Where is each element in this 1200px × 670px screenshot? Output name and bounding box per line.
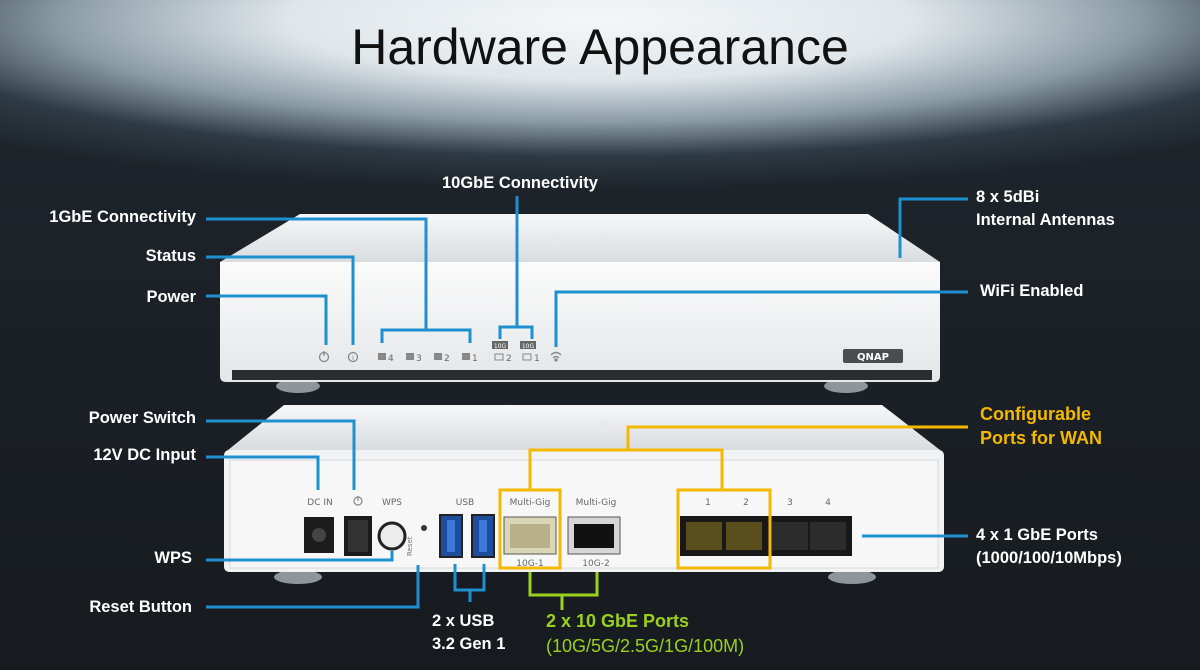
callout-10gbe bbox=[498, 196, 519, 339]
brand-badge bbox=[843, 349, 903, 363]
svg-text:Reset: Reset bbox=[406, 536, 414, 556]
callout-status bbox=[206, 255, 355, 345]
svg-text:2: 2 bbox=[743, 498, 749, 508]
router-rear-view: QNAP DC IN WPS USB Multi-Gig Multi-Gig 1… bbox=[224, 405, 944, 584]
label-power: Power bbox=[146, 288, 196, 306]
dc-in-label: DC IN bbox=[307, 498, 332, 508]
lan-port-3 bbox=[772, 522, 808, 550]
label-reset-button: Reset Button bbox=[89, 598, 192, 616]
callout-lines-orange bbox=[498, 425, 968, 570]
label-wps: WPS bbox=[154, 549, 192, 567]
svg-text:1: 1 bbox=[705, 498, 711, 508]
svg-text:i: i bbox=[352, 354, 354, 362]
lan-port-4 bbox=[810, 522, 846, 550]
brand-badge-text: QNAP bbox=[857, 352, 889, 363]
svg-text:QNAP: QNAP bbox=[551, 417, 612, 436]
label-antennas-line2: Internal Antennas bbox=[976, 211, 1115, 229]
lan-port-2 bbox=[726, 522, 762, 550]
usb-label: USB bbox=[456, 498, 474, 508]
label-configurable-line2: Ports for WAN bbox=[980, 428, 1103, 448]
svg-text:2: 2 bbox=[444, 354, 450, 364]
label-usb-line2: 3.2 Gen 1 bbox=[432, 635, 506, 653]
label-configurable-line1: Configurable bbox=[980, 404, 1091, 424]
lan-led-icons: 4 3 2 1 bbox=[378, 353, 478, 364]
callout-power bbox=[206, 294, 328, 345]
callout-dc-input bbox=[206, 455, 320, 490]
page-title: Hardware Appearance bbox=[351, 19, 849, 75]
label-1gbe-connectivity: 1GbE Connectivity bbox=[49, 208, 196, 226]
callout-antennas bbox=[898, 197, 968, 258]
svg-text:3: 3 bbox=[416, 354, 422, 364]
router-vent bbox=[232, 370, 932, 380]
svg-text:3: 3 bbox=[787, 498, 793, 508]
svg-text:10G: 10G bbox=[494, 343, 507, 350]
power-symbol-icon bbox=[353, 496, 363, 506]
svg-text:1: 1 bbox=[472, 354, 478, 364]
router-top bbox=[220, 214, 940, 262]
label-10gbe-connectivity: 10GbE Connectivity bbox=[442, 174, 598, 192]
power-led-icon bbox=[318, 351, 330, 363]
top-logo: QNAP bbox=[551, 230, 612, 249]
label-lan-ports-line2: (1000/100/10Mbps) bbox=[976, 549, 1122, 567]
callout-wps bbox=[206, 551, 394, 562]
callout-lines-blue bbox=[206, 196, 968, 609]
10g-led-icons: 10G 10G 2 1 bbox=[492, 341, 540, 364]
svg-text:10G-2: 10G-2 bbox=[582, 559, 609, 569]
svg-text:4: 4 bbox=[825, 498, 831, 508]
callout-power-switch bbox=[206, 419, 356, 490]
callout-lines-green bbox=[528, 572, 599, 610]
status-led-icon: i bbox=[347, 351, 359, 363]
foot-right bbox=[824, 379, 868, 393]
label-wifi-enabled: WiFi Enabled bbox=[980, 282, 1084, 300]
foot-left bbox=[276, 379, 320, 393]
svg-text:10G: 10G bbox=[522, 343, 535, 350]
label-10gbe-ports-line1: 2 x 10 GbE Ports bbox=[546, 611, 690, 631]
multigig-label-1: Multi-Gig bbox=[510, 498, 551, 508]
wps-label: WPS bbox=[382, 498, 402, 508]
wps-button bbox=[377, 521, 407, 551]
wan-box-lan bbox=[676, 488, 772, 570]
label-usb-line1: 2 x USB bbox=[432, 612, 495, 630]
label-10gbe-ports-line2: (10G/5G/2.5G/1G/100M) bbox=[546, 636, 745, 656]
lan-port-1 bbox=[686, 522, 722, 550]
router-face bbox=[220, 262, 940, 382]
label-antennas-line1: 8 x 5dBi bbox=[976, 188, 1040, 206]
label-dc-input: 12V DC Input bbox=[93, 446, 196, 464]
svg-text:1: 1 bbox=[534, 354, 540, 364]
callout-wifi bbox=[554, 290, 968, 347]
router-front-view: QNAP QNAP i 4 3 2 1 10G 10G 2 1 bbox=[220, 214, 940, 393]
wifi-led-icon bbox=[550, 351, 562, 362]
label-power-switch: Power Switch bbox=[88, 409, 196, 427]
svg-text:2: 2 bbox=[506, 354, 512, 364]
label-status: Status bbox=[145, 247, 196, 265]
label-lan-ports-line1: 4 x 1 GbE Ports bbox=[976, 526, 1098, 544]
multigig-label-2: Multi-Gig bbox=[576, 498, 617, 508]
svg-text:10G-1: 10G-1 bbox=[516, 559, 543, 569]
svg-text:4: 4 bbox=[388, 354, 394, 364]
reset-hole bbox=[421, 525, 427, 531]
callout-reset bbox=[206, 565, 420, 609]
